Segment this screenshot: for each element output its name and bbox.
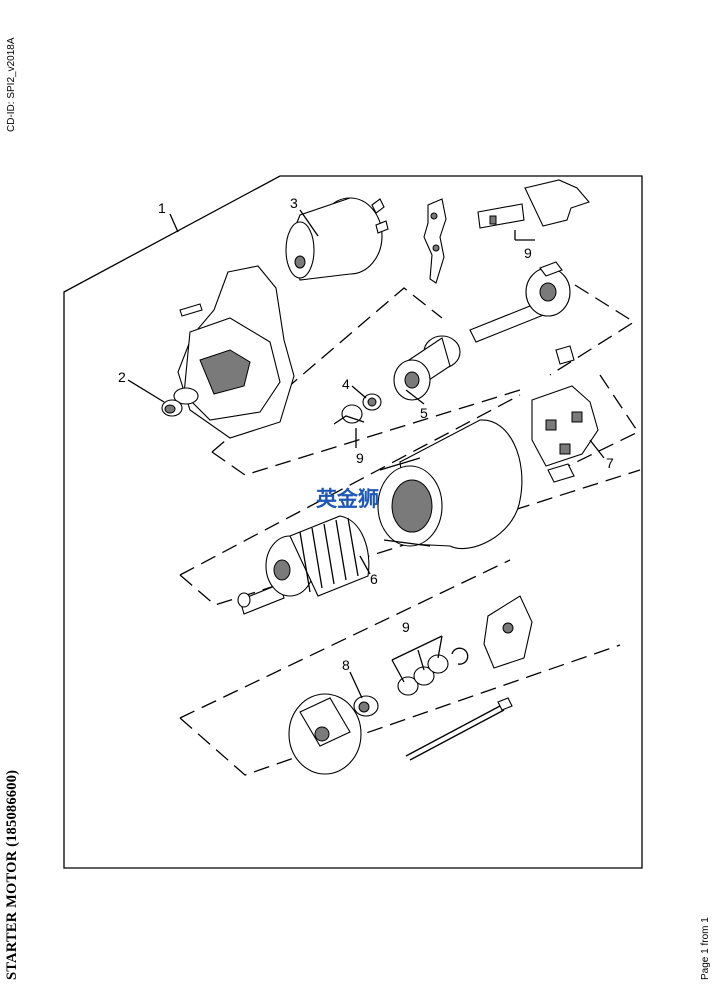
leader-4 <box>351 385 367 399</box>
callout-1: 1 <box>158 200 166 216</box>
collar-icon <box>362 393 382 411</box>
watermark-text: 英金狮 <box>316 487 379 511</box>
pinion-drive-icon <box>393 335 461 401</box>
leader-3 <box>299 209 319 237</box>
leader-7 <box>589 439 605 459</box>
assembly-frame <box>63 175 643 869</box>
brush-holder-icon <box>531 345 599 483</box>
guide-dash-right <box>549 284 636 376</box>
callout-3: 3 <box>290 195 298 211</box>
rear-bracket-icon <box>483 595 533 669</box>
callout-9-pinion: 9 <box>356 450 364 466</box>
callout-9-brush-clip: 9 <box>524 245 532 261</box>
guide-dash-middle <box>179 394 521 576</box>
callout-9-rear: 9 <box>402 619 410 635</box>
callout-4: 4 <box>342 376 350 392</box>
guide-dash-lower <box>179 559 511 719</box>
through-bolt-icon <box>405 697 513 761</box>
solenoid-icon <box>285 197 389 281</box>
armature-shaft-icon <box>469 261 571 343</box>
leader-5 <box>405 389 425 405</box>
callout-2: 2 <box>118 369 126 385</box>
callout-7: 7 <box>606 455 614 471</box>
brush-clip-icon <box>477 179 590 241</box>
field-frame-icon <box>377 419 523 550</box>
callout-6: 6 <box>370 571 378 587</box>
guide-dash-brush <box>559 374 639 471</box>
armature-icon <box>237 515 370 615</box>
callout-8: 8 <box>342 657 350 673</box>
end-cover-icon <box>288 693 362 775</box>
snap-ring-icon <box>333 404 365 425</box>
leader-2 <box>127 379 165 403</box>
guide-dash-lower-b <box>179 644 621 776</box>
callout-5: 5 <box>420 405 428 421</box>
bushing-rear-icon <box>353 695 379 717</box>
shift-lever-icon <box>423 198 447 284</box>
leader-6 <box>359 555 371 575</box>
bushing-icon <box>161 399 183 417</box>
leader-1 <box>169 213 179 233</box>
leader-8 <box>349 671 363 699</box>
washer-set-icon <box>391 635 469 696</box>
drive-end-housing-icon <box>173 265 295 439</box>
guide-dash-upper-b <box>211 389 521 476</box>
